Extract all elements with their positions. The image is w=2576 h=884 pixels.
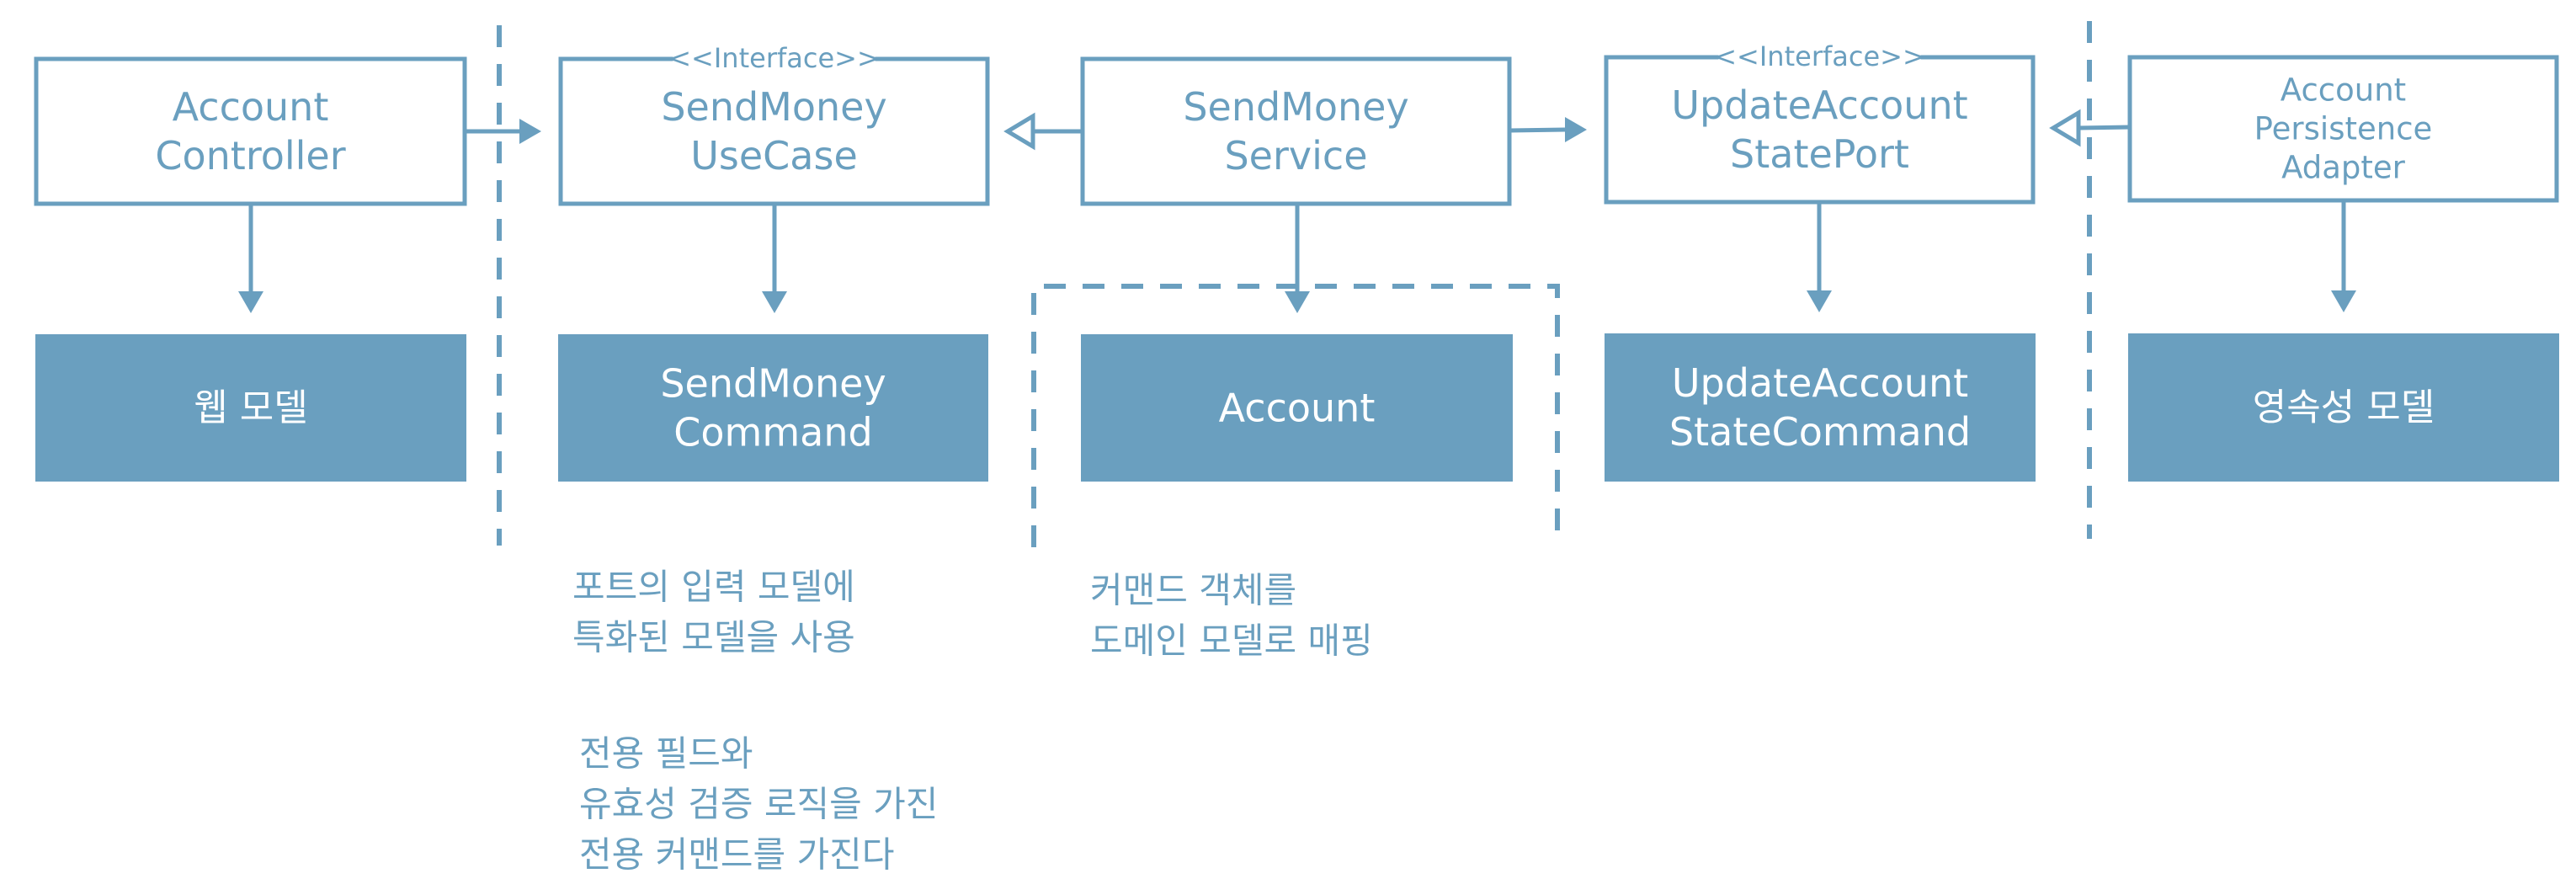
edge-send-money-service-to-send-money-use-case [1003,112,1083,151]
node-label-line: StatePort [1730,131,1909,177]
nodes: AccountController<<Interface>>SendMoneyU… [34,40,2559,482]
node-label-line: Account [2281,72,2406,109]
edge-account-controller-to-send-money-use-case [465,119,541,144]
stereotype-background [1718,40,1921,74]
note-line: 유효성 검증 로직을 가진 [579,784,938,825]
edge-send-money-use-case-to-send-money-command [762,204,787,313]
note-line: 전용 커맨드를 가진다 [579,834,894,876]
node-label-line: UseCase [690,133,858,178]
node-box [34,56,467,206]
edge-account-persistence-adapter-to-update-account-state-port [2049,109,2131,147]
node-label-line: 웹 모델 [194,386,307,429]
hollow-arrowhead-icon [2049,109,2081,147]
node-label-line: UpdateAccount [1672,360,1968,406]
arrowhead-icon [1565,117,1587,142]
arrowhead-icon [238,291,263,313]
arrowhead-icon [2331,290,2356,312]
node-box [2127,55,2559,203]
arrowhead-icon [762,291,787,313]
node-label-line: SendMoney [660,361,886,407]
node-label-line: 영속성 모델 [2253,386,2435,429]
arrowhead-icon [1807,290,1832,312]
node-box [558,334,988,482]
node-label-line: SendMoney [661,84,886,130]
note-line: 도메인 모델로 매핑 [1090,620,1373,662]
note-line: 커맨드 객체를 [1090,570,1296,611]
node-box [558,56,990,206]
node-label-line: Service [1224,133,1367,178]
node-label-line: StateCommand [1669,409,1971,455]
node-label-line: Persistence [2254,111,2433,147]
note-line: 포트의 입력 모델에 [572,567,855,608]
node-label-line: Adapter [2281,150,2406,186]
stereotype-label: <<Interface>> [1714,40,1925,72]
edge-send-money-service-to-account [1285,204,1310,313]
node-account: Account [1081,334,1513,482]
note-line: 특화된 모델을 사용 [572,617,855,658]
node-label-line: UpdateAccount [1671,83,1967,128]
stereotype-label: <<Interface>> [668,42,880,74]
node-web-model: 웹 모델 [35,334,466,482]
edge-send-money-service-to-update-account-state-port [1509,117,1587,142]
node-box [1605,333,2036,482]
note-line: 전용 필드와 [579,733,753,775]
node-label-line: Account [173,84,329,130]
edge-account-controller-to-web-model [238,204,263,313]
hollow-arrowhead-icon [1003,112,1035,151]
node-label-line: Account [1219,386,1376,431]
stereotype-background [673,42,876,76]
node-persistence-model: 영속성 모델 [2128,333,2559,482]
node-box [35,334,466,482]
node-box [1080,56,1512,206]
node-label-line: Controller [155,133,345,178]
node-box [1604,55,2036,205]
edge-line [2078,125,2131,130]
node-box [1081,334,1513,482]
edges [238,109,2356,313]
edge-account-persistence-adapter-to-persistence-model [2331,200,2356,312]
node-label-line: SendMoney [1183,84,1408,130]
arrowhead-icon [519,119,541,144]
edge-update-account-state-port-to-update-account-state-command [1807,202,1832,312]
node-box [2128,333,2559,482]
arrowhead-icon [1285,291,1310,313]
node-label-line: Command [673,410,872,455]
